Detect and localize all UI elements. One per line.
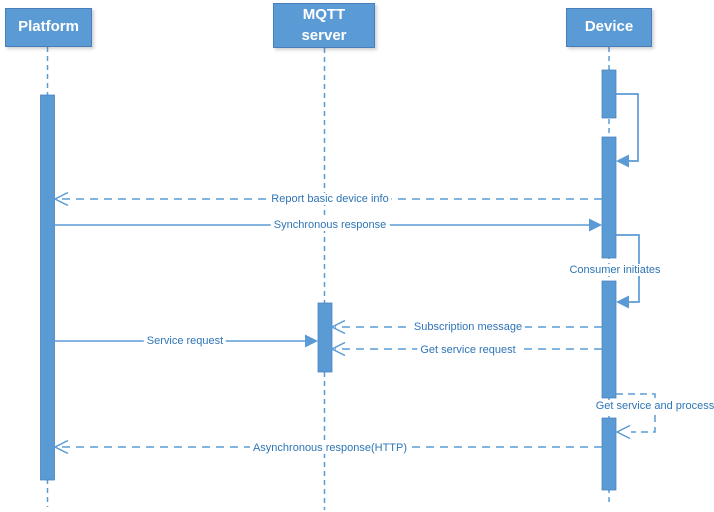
message-label-report-basic-device-info: Report basic device info (268, 192, 392, 206)
device-activation-bar-3 (601, 280, 617, 399)
subscription-message-arrowhead (330, 319, 346, 335)
device-self-loop-3-arrowhead (615, 424, 631, 440)
get-service-request-arrowhead (330, 341, 346, 357)
report-basic-device-info-arrowhead (53, 191, 69, 207)
device-self-loop-1-line (616, 93, 639, 162)
asynchronous-response-arrowhead (53, 439, 69, 455)
message-label-get-service-request: Get service request (417, 343, 519, 357)
mqtt-server-activation-bar (317, 302, 333, 373)
actor-box-platform: Platform (5, 8, 92, 47)
message-label-service-request: Service request (143, 334, 227, 348)
device-activation-bar-2 (601, 136, 617, 259)
message-label-synchronous-response: Synchronous response (270, 218, 390, 232)
device-self-loop-3-line (616, 393, 656, 433)
message-label-consumer-initiates: Consumer initiates (566, 263, 664, 277)
synchronous-response-arrowhead (589, 218, 602, 232)
device-self-loop-1-arrowhead (616, 154, 629, 168)
device-self-loop-2-arrowhead (616, 295, 629, 309)
message-label-asynchronous-response-http: Asynchronous response(HTTP) (249, 441, 411, 455)
message-label-get-service-and-process: Get service and process (592, 399, 714, 413)
device-activation-bar-4 (601, 417, 617, 491)
platform-activation-bar (40, 94, 55, 481)
actor-box-mqtt-server: MQTT server (273, 3, 375, 48)
actor-box-device: Device (566, 8, 652, 47)
device-activation-bar-1 (601, 69, 617, 119)
service-request-arrowhead (305, 334, 318, 348)
message-label-subscription-message: Subscription message (410, 320, 526, 334)
